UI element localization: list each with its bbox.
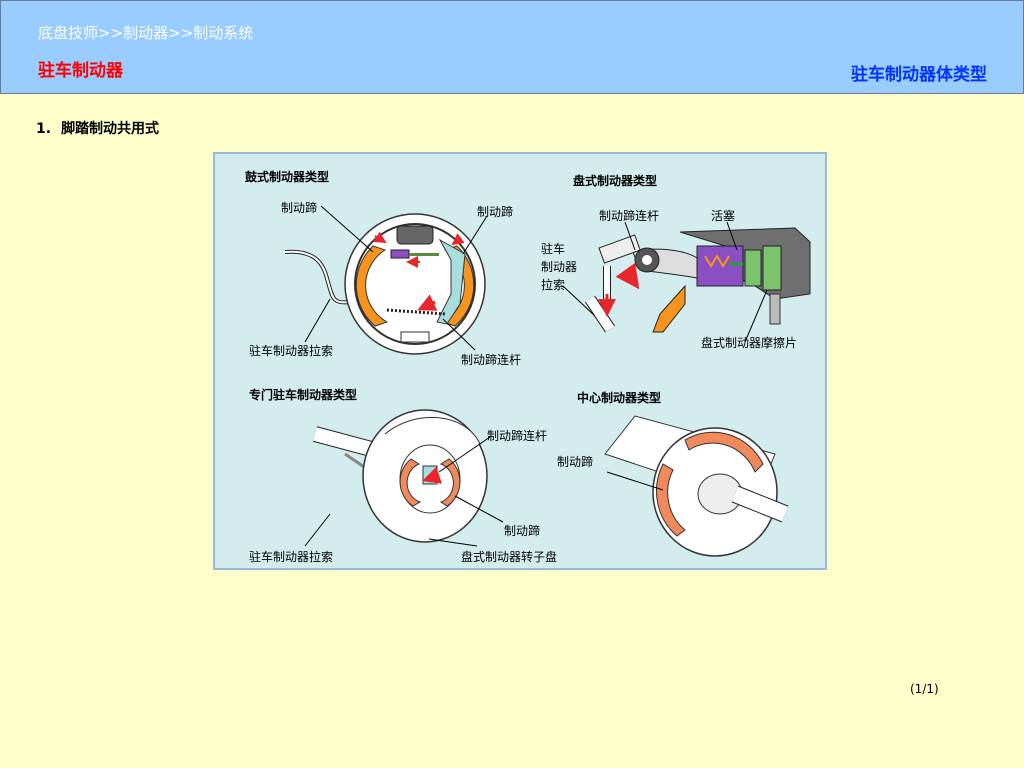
drum-strut-label: 制动蹄连杆	[461, 352, 521, 367]
drum-brake-illustration	[284, 205, 488, 355]
center-shoe-label: 制动蹄	[557, 454, 593, 469]
disc-cable-label-2: 制动器	[541, 260, 577, 274]
page-title: 驻车制动器	[38, 61, 123, 81]
page-number: (1/1)	[910, 682, 939, 696]
brake-illustration: 鼓式制动器类型 制动蹄 制动蹄 驻车制动器拉索 制动蹄连杆	[245, 169, 811, 564]
dedicated-brake-illustration	[304, 409, 504, 547]
drum-shoe-right-label: 制动蹄	[477, 204, 513, 219]
heading-number: 1.	[36, 121, 52, 137]
dedicated-type-title: 专门驻车制动器类型	[249, 387, 357, 402]
center-type-title: 中心制动器类型	[577, 390, 661, 405]
drum-type-title: 鼓式制动器类型	[245, 169, 329, 184]
dedicated-shoe-label: 制动蹄	[504, 523, 540, 538]
drum-shoe-left-label: 制动蹄	[281, 200, 317, 215]
disc-type-title: 盘式制动器类型	[573, 173, 657, 188]
section-title: 驻车制动器体类型	[851, 65, 987, 85]
dedicated-cable-label: 驻车制动器拉索	[249, 549, 333, 564]
disc-piston-label: 活塞	[711, 208, 735, 223]
brake-types-figure: 鼓式制动器类型 制动蹄 制动蹄 驻车制动器拉索 制动蹄连杆	[213, 152, 827, 570]
disc-brake-illustration	[562, 221, 811, 343]
disc-pad-label: 盘式制动器摩擦片	[701, 335, 797, 350]
breadcrumb[interactable]: 底盘技师>>制动器>>制动系统	[38, 24, 254, 42]
disc-cable-label-3: 拉索	[541, 277, 565, 292]
heading-text: 脚踏制动共用式	[61, 121, 160, 137]
dedicated-strut-label: 制动蹄连杆	[487, 428, 547, 443]
center-brake-illustration	[604, 415, 789, 557]
header-bar: 底盘技师>>制动器>>制动系统 驻车制动器 驻车制动器体类型	[0, 0, 1024, 94]
dedicated-rotor-label: 盘式制动器转子盘	[461, 549, 557, 564]
content-heading: 1. 脚踏制动共用式	[36, 118, 169, 138]
disc-cable-label-1: 驻车	[541, 241, 565, 256]
drum-cable-label: 驻车制动器拉索	[249, 343, 333, 358]
disc-strut-label: 制动蹄连杆	[599, 208, 659, 223]
